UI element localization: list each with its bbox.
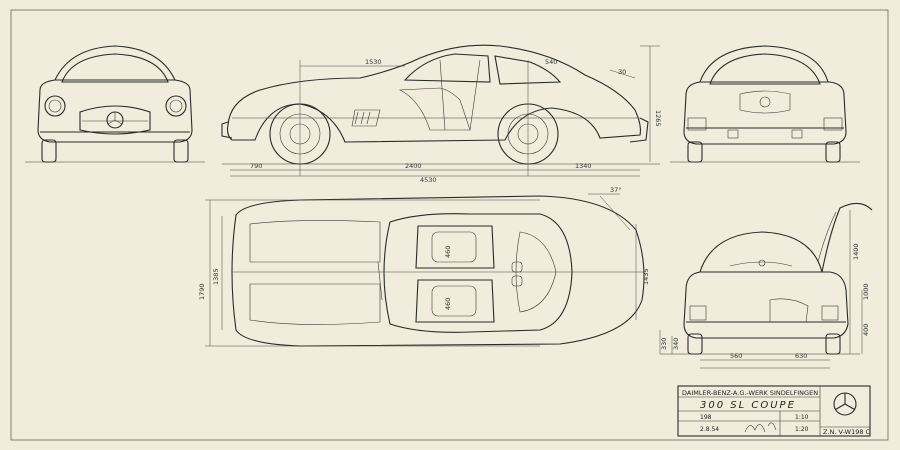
front-view (25, 45, 205, 163)
dim-rear-h1: 1000 (862, 283, 870, 300)
title-scale-bottom: 1:20 (795, 426, 809, 433)
side-view (221, 44, 660, 177)
rear-view (670, 45, 860, 163)
dim-rear-h4: 340 (672, 338, 680, 350)
dim-seat-b: 460 (444, 298, 452, 310)
dim-roof-length: 1530 (365, 58, 382, 66)
title-scale-top: 1:10 (795, 414, 809, 421)
dim-rear-small: 30 (618, 68, 626, 76)
border-frame (10, 9, 889, 441)
title-company: DAIMLER-BENZ-A.G.-WERK SINDELFINGEN (682, 389, 818, 397)
title-field-1: 198 (700, 414, 712, 421)
rear-view-open-door (659, 202, 873, 369)
dim-seat-a: 460 (444, 246, 452, 258)
title-model: 300 SL COUPE (700, 400, 796, 411)
dim-overall-length: 4530 (420, 176, 437, 184)
dim-top-width: 1790 (198, 283, 206, 300)
dim-rear-w1: 560 (730, 352, 742, 360)
dim-angle: 37° (610, 186, 622, 194)
dim-door-length: 540 (545, 58, 557, 66)
dim-rear-h3: 330 (660, 338, 668, 350)
dim-height: 1265 (654, 110, 662, 127)
dim-track-front: 1385 (212, 268, 220, 285)
top-view (205, 193, 646, 347)
dim-rear-overhang: 1340 (575, 162, 592, 170)
title-drawing-number: Z.N. V-W198 C (823, 428, 871, 436)
dim-wheelbase: 2400 (405, 162, 422, 170)
mercedes-star-icon (835, 393, 855, 410)
signature (744, 422, 777, 433)
title-block (677, 385, 871, 437)
dim-rear-h2: 400 (862, 324, 870, 336)
title-date: 2.8.54 (700, 426, 719, 433)
dim-door-open-height: 1400 (852, 243, 860, 260)
dim-rear-w2: 630 (795, 352, 807, 360)
dim-track-rear: 1435 (642, 268, 650, 285)
dim-front-overhang: 790 (250, 162, 262, 170)
